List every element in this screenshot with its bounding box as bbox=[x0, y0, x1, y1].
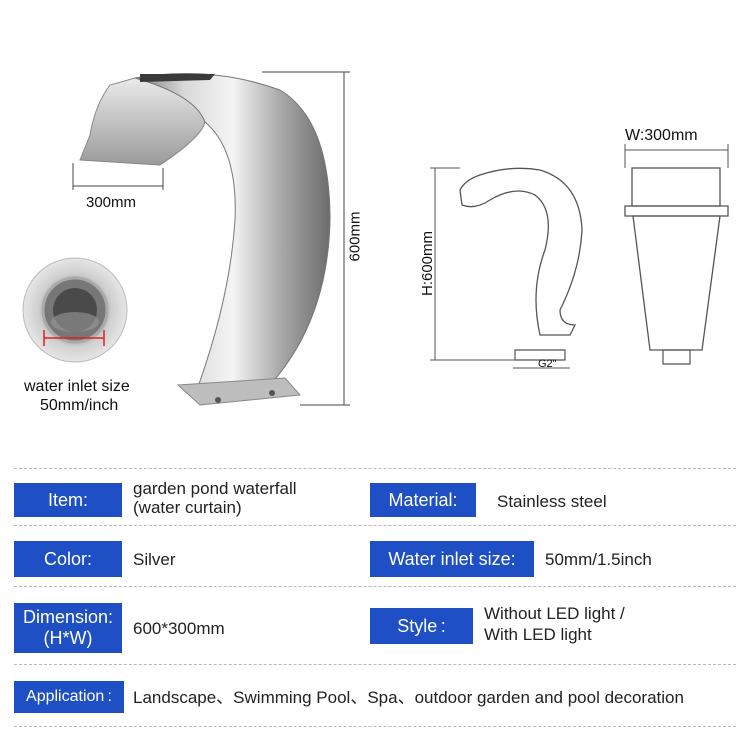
application-label: Application : bbox=[14, 681, 124, 713]
inlet-value: 50mm/1.5inch bbox=[545, 550, 652, 569]
dimension-label-line1: Dimension: bbox=[22, 607, 114, 628]
width-dimension-label: 300mm bbox=[86, 194, 137, 211]
drawing-height-label-wrap: H:600mm bbox=[395, 231, 475, 296]
height-dimension-label: 600mm bbox=[346, 211, 364, 262]
item-label: Item: bbox=[14, 483, 122, 517]
divider bbox=[14, 586, 736, 587]
divider bbox=[14, 726, 736, 727]
dimension-label-line2: (H*W) bbox=[43, 628, 93, 648]
style-value-line2: With LED light bbox=[484, 625, 592, 644]
material-label: Material: bbox=[370, 483, 476, 517]
style-label: Style : bbox=[370, 608, 473, 644]
inlet-caption-line2: 50mm/inch bbox=[40, 397, 119, 414]
material-value: Stainless steel bbox=[497, 492, 607, 511]
item-value-line1: garden pond waterfall bbox=[133, 479, 297, 498]
style-value-line1: Without LED light / bbox=[484, 604, 625, 623]
color-label: Color: bbox=[14, 541, 122, 577]
color-value: Silver bbox=[133, 550, 176, 569]
item-value-line2: (water curtain) bbox=[133, 498, 242, 517]
drawing-height-label: H:600mm bbox=[419, 230, 437, 297]
drawing-thread-label: G2" bbox=[538, 358, 557, 370]
dimension-value: 600*300mm bbox=[133, 619, 225, 638]
drawing-width-label: W:300mm bbox=[625, 127, 698, 144]
product-photo bbox=[22, 71, 350, 406]
divider bbox=[14, 525, 736, 526]
technical-drawing bbox=[430, 144, 729, 369]
inlet-caption-line1: water inlet size bbox=[24, 378, 130, 395]
divider bbox=[14, 468, 736, 469]
inlet-label: Water inlet size: bbox=[370, 541, 534, 577]
divider bbox=[14, 664, 736, 665]
height-dimension-label-wrap: 600mm bbox=[330, 211, 390, 261]
dimension-label: Dimension: (H*W) bbox=[14, 603, 122, 653]
application-value: Landscape、Swimming Pool、Spa、outdoor gard… bbox=[133, 688, 684, 707]
